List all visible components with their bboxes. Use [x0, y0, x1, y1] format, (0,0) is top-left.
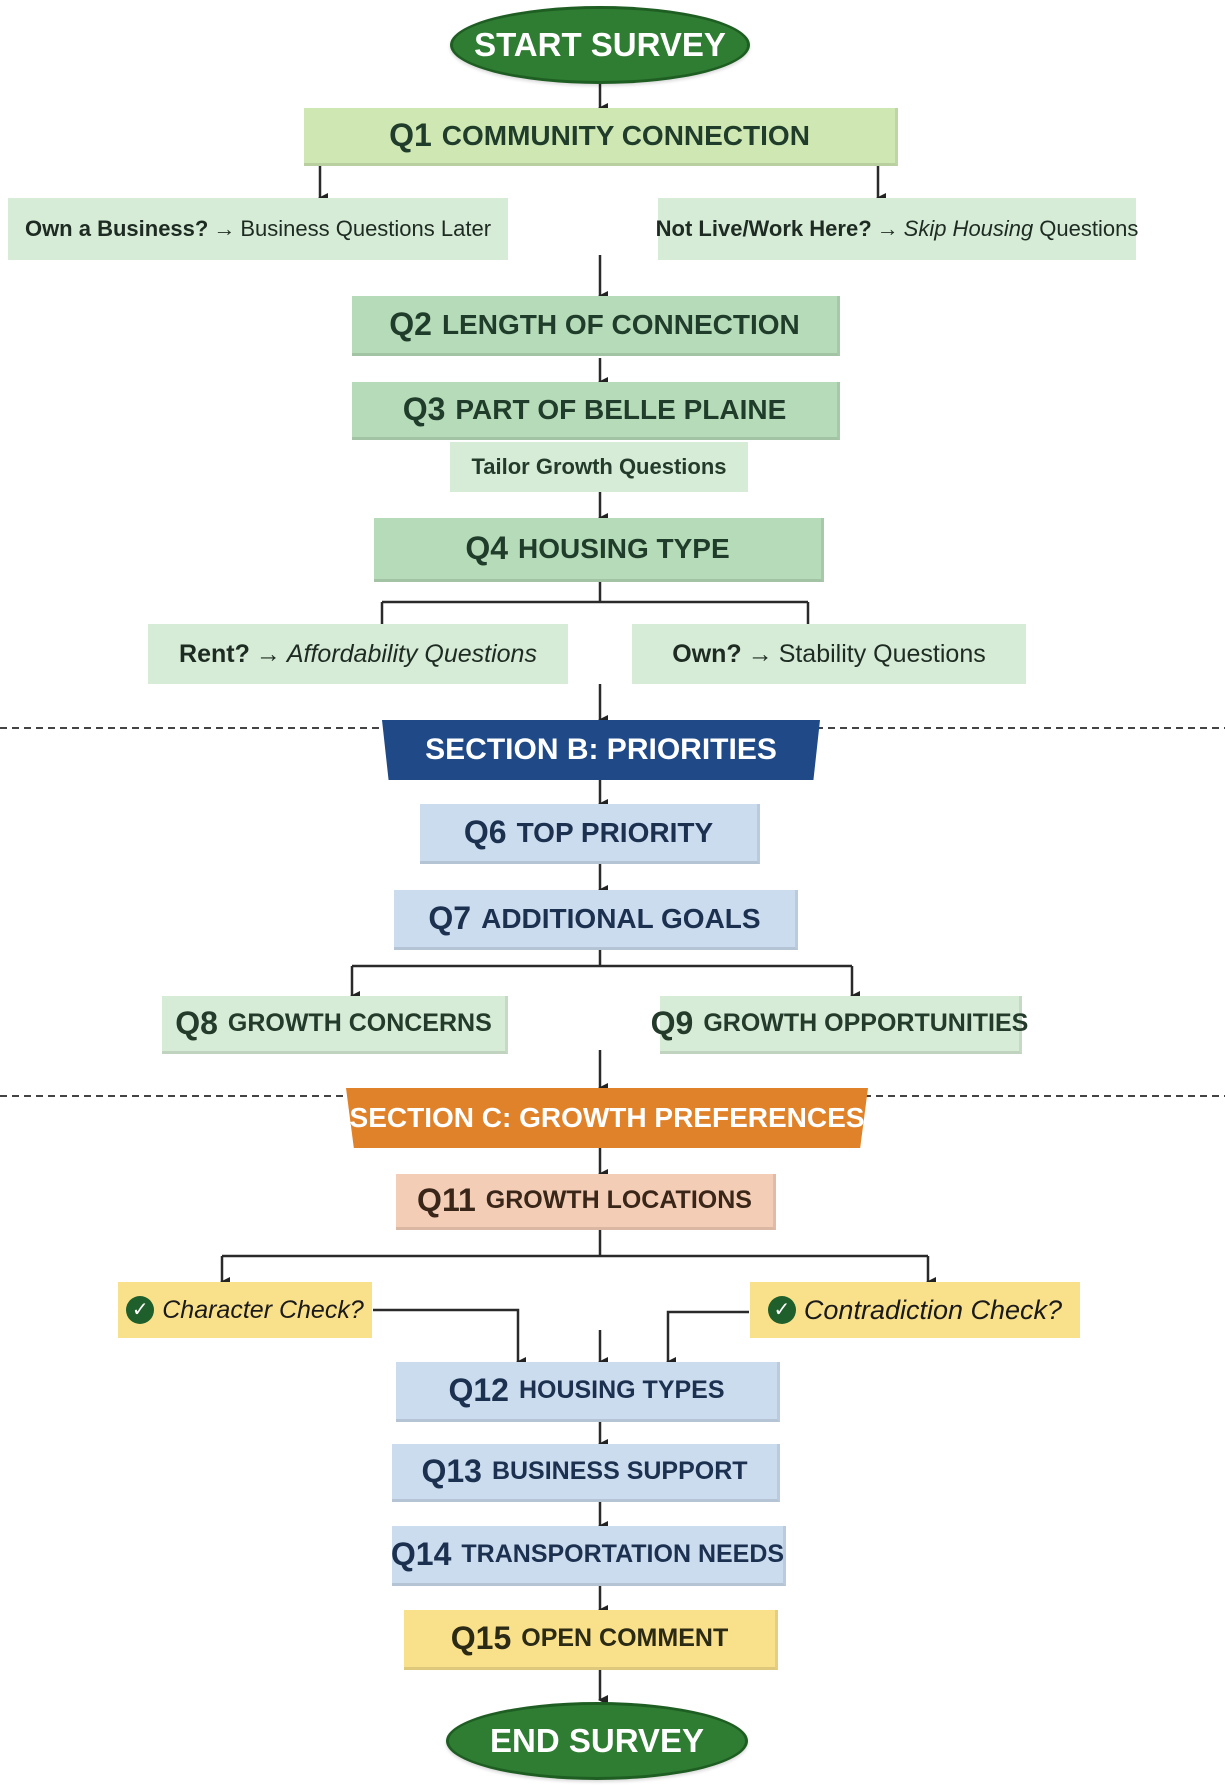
- branch-business-target: Business Questions Later: [240, 216, 492, 241]
- q8-label: GROWTH CONCERNS: [227, 1009, 492, 1037]
- start-survey-node: START SURVEY: [450, 6, 750, 84]
- q4-number: Q4: [465, 530, 509, 566]
- q2-label: LENGTH OF CONNECTION: [441, 308, 800, 340]
- contradiction-check-label: Contradiction Check?: [803, 1294, 1063, 1325]
- check-circle-icon: ✓: [126, 1296, 155, 1324]
- q1-branch-not-live: Not Live/Work Here? → Skip Housing Quest…: [655, 198, 1139, 260]
- q4-node: Q4 HOUSING TYPE: [374, 518, 824, 582]
- q14-number: Q14: [390, 1536, 452, 1572]
- q12-number: Q12: [448, 1372, 509, 1408]
- character-check-label: Character Check?: [162, 1295, 364, 1324]
- q7-number: Q7: [428, 900, 472, 936]
- arrow-right-icon: →: [255, 639, 281, 668]
- q13-node: Q13 BUSINESS SUPPORT: [392, 1444, 780, 1502]
- q11-node: Q11 GROWTH LOCATIONS: [396, 1174, 776, 1230]
- branch-rent-target: Affordability Questions: [286, 639, 537, 668]
- q2-number: Q2: [389, 306, 432, 342]
- q3-node: Q3 PART OF BELLE PLAINE: [352, 382, 840, 440]
- q13-number: Q13: [421, 1453, 482, 1489]
- branch-not-live-target: Questions: [1039, 216, 1139, 241]
- q4-branch-own: Own? → Stability Questions: [632, 624, 1026, 684]
- branch-business-question: Own a Business?: [24, 216, 209, 241]
- q7-label: ADDITIONAL GOALS: [481, 902, 761, 934]
- q1-number: Q1: [389, 117, 432, 153]
- q15-label: OPEN COMMENT: [521, 1624, 729, 1652]
- branch-own-question: Own?: [672, 639, 742, 668]
- start-survey-label: START SURVEY: [474, 26, 726, 63]
- q4-branch-rent: Rent? → Affordability Questions: [148, 624, 568, 684]
- arrow-right-icon: →: [213, 216, 236, 241]
- q13-label: BUSINESS SUPPORT: [491, 1457, 748, 1485]
- section-b-banner: SECTION B: PRIORITIES: [382, 720, 820, 780]
- q9-label: GROWTH OPPORTUNITIES: [703, 1009, 1029, 1037]
- q3-number: Q3: [402, 391, 446, 427]
- section-c-banner: SECTION C: GROWTH PREFERENCES: [346, 1088, 868, 1148]
- branch-rent-question: Rent?: [179, 639, 250, 668]
- end-survey-label: END SURVEY: [490, 1722, 704, 1759]
- q4-label: HOUSING TYPE: [518, 532, 730, 564]
- tailor-growth-label: Tailor Growth Questions: [471, 454, 727, 479]
- q8-node: Q8 GROWTH CONCERNS: [162, 996, 508, 1054]
- arrow-right-icon: →: [876, 216, 899, 241]
- q1-label: COMMUNITY CONNECTION: [441, 119, 810, 151]
- q6-label: TOP PRIORITY: [516, 816, 714, 848]
- q11-label: GROWTH LOCATIONS: [485, 1186, 752, 1214]
- q9-number: Q9: [650, 1005, 694, 1041]
- q7-node: Q7 ADDITIONAL GOALS: [394, 890, 798, 950]
- section-c-title: SECTION C: GROWTH PREFERENCES: [349, 1102, 865, 1133]
- q11-number: Q11: [417, 1182, 476, 1218]
- branch-not-live-question: Not Live/Work Here?: [655, 216, 872, 241]
- check-circle-icon: ✓: [767, 1296, 796, 1324]
- q6-number: Q6: [463, 814, 507, 850]
- q6-node: Q6 TOP PRIORITY: [420, 804, 760, 864]
- branch-not-live-skip: Skip Housing: [903, 216, 1034, 241]
- q3-label: PART OF BELLE PLAINE: [455, 393, 787, 425]
- q9-node: Q9 GROWTH OPPORTUNITIES: [651, 996, 1028, 1054]
- q1-branch-business: Own a Business? → Business Questions Lat…: [8, 198, 508, 260]
- branch-own-target: Stability Questions: [778, 639, 986, 668]
- q1-node: Q1 COMMUNITY CONNECTION: [304, 108, 898, 166]
- contradiction-check-node: ✓ Contradiction Check?: [750, 1282, 1080, 1338]
- arrow-right-icon: →: [747, 639, 773, 668]
- character-check-node: ✓ Character Check?: [118, 1282, 372, 1338]
- q15-number: Q15: [450, 1620, 512, 1656]
- q14-label: TRANSPORTATION NEEDS: [461, 1540, 785, 1568]
- q8-number: Q8: [175, 1005, 218, 1041]
- q12-label: HOUSING TYPES: [518, 1376, 725, 1404]
- q3-tailor-note: Tailor Growth Questions: [450, 442, 748, 492]
- q12-node: Q12 HOUSING TYPES: [396, 1362, 780, 1422]
- q2-node: Q2 LENGTH OF CONNECTION: [352, 296, 840, 356]
- section-b-title: SECTION B: PRIORITIES: [425, 733, 777, 766]
- end-survey-node: END SURVEY: [446, 1702, 748, 1780]
- q14-node: Q14 TRANSPORTATION NEEDS: [390, 1526, 786, 1586]
- q15-node: Q15 OPEN COMMENT: [404, 1610, 778, 1670]
